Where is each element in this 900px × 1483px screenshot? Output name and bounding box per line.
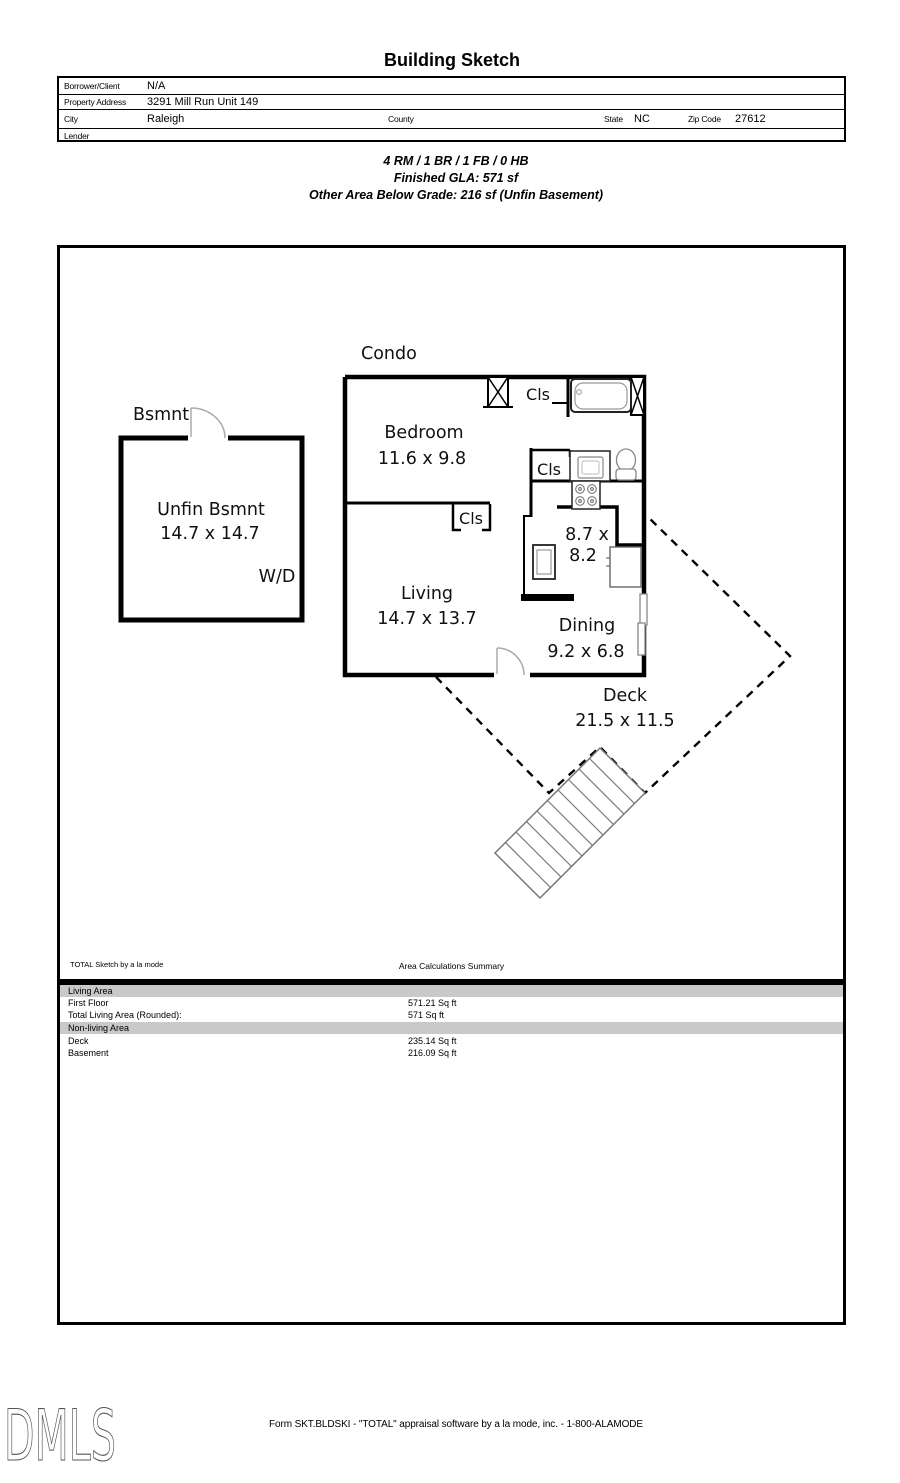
dining-dims: 9.2 x 6.8	[547, 642, 624, 662]
property-address-value: 3291 Mill Run Unit 149	[147, 96, 259, 108]
refrigerator-icon	[606, 546, 642, 588]
stove-icon	[571, 480, 601, 510]
closet-label: Cls	[537, 460, 561, 479]
bedroom-dims: 11.6 x 9.8	[378, 449, 466, 469]
page-title: Building Sketch	[383, 50, 520, 70]
city-state-zip-row: City Raleigh County State NC Zip Code 27…	[59, 109, 844, 128]
area-calc-heading: Area Calculations Summary	[398, 961, 505, 971]
basement-walls	[118, 435, 305, 623]
calc-row-label: Total Living Area (Rounded):	[68, 1010, 182, 1020]
dmls-logo: DMLS	[3, 1396, 116, 1478]
washer-dryer-label: W/D	[259, 567, 296, 587]
calc-row-label: Deck	[68, 1036, 89, 1046]
living-dims: 14.7 x 13.7	[377, 609, 476, 629]
window-icon	[630, 376, 645, 416]
gla-line: Finished GLA: 571 sf	[393, 171, 519, 185]
form-identifier-line: Form SKT.BLDSKI - "TOTAL" appraisal soft…	[269, 1419, 643, 1430]
sliding-door-icon	[637, 593, 648, 656]
zip-value: 27612	[735, 113, 766, 125]
calc-row-value: 216.09 Sq ft	[408, 1048, 457, 1058]
calc-row-label: Basement	[68, 1048, 109, 1058]
toilet-icon	[615, 448, 637, 481]
property-address-row: Property Address 3291 Mill Run Unit 149	[59, 94, 844, 109]
svg-text:DMLS: DMLS	[4, 1396, 116, 1477]
state-value: NC	[634, 113, 650, 125]
deck-stairs	[493, 746, 647, 900]
living-name: Living	[401, 584, 453, 604]
below-grade-line: Other Area Below Grade: 216 sf (Unfin Ba…	[308, 188, 604, 202]
area-calc-frame	[57, 982, 846, 1325]
closet-label: Cls	[459, 509, 483, 528]
sink-icon	[569, 450, 611, 482]
borrower-value: N/A	[147, 80, 166, 92]
room-count-line: 4 RM / 1 BR / 1 FB / 0 HB	[383, 154, 529, 168]
zip-label: Zip Code	[688, 114, 721, 124]
state-label: State	[604, 114, 623, 124]
fireplace-hearth	[521, 594, 574, 601]
lender-label: Lender	[64, 131, 90, 141]
floor-plan: Condo Bsmnt Unfin Bsmnt 14.7 x 14.7 W/D …	[118, 344, 792, 900]
kitchen-dims-2: 8.2	[569, 546, 597, 566]
property-address-label: Property Address	[64, 97, 126, 107]
dining-name: Dining	[559, 616, 616, 636]
fireplace-icon	[532, 544, 556, 580]
closet-label: Cls	[526, 385, 550, 404]
calc-row-label: First Floor	[68, 998, 109, 1008]
basement-door	[190, 407, 226, 439]
bedroom-name: Bedroom	[384, 423, 463, 443]
calc-row-value: 235.14 Sq ft	[408, 1036, 457, 1046]
condo-title: Condo	[361, 344, 417, 364]
section-header-living: Living Area	[60, 985, 843, 997]
window-icon	[487, 376, 509, 408]
lender-row: Lender	[59, 128, 844, 143]
section-header-nonliving: Non-living Area	[60, 1022, 843, 1034]
city-label: City	[64, 114, 78, 124]
calc-row-value: 571.21 Sq ft	[408, 998, 457, 1008]
deck-dims: 21.5 x 11.5	[575, 711, 674, 731]
borrower-row: Borrower/Client N/A	[59, 78, 844, 94]
property-header-table: Borrower/Client N/A Property Address 329…	[57, 76, 846, 142]
bathtub-icon	[570, 378, 632, 413]
software-branding: TOTAL Sketch by a la mode	[70, 960, 164, 969]
deck-name: Deck	[603, 686, 648, 706]
unfin-bsmnt-name: Unfin Bsmnt	[157, 500, 265, 520]
borrower-label: Borrower/Client	[64, 81, 120, 91]
living-door	[496, 647, 525, 676]
city-value: Raleigh	[147, 113, 185, 125]
basement-title: Bsmnt	[133, 405, 189, 425]
county-label: County	[388, 114, 414, 124]
unfin-bsmnt-dims: 14.7 x 14.7	[160, 524, 259, 544]
kitchen-dims-1: 8.7 x	[565, 525, 609, 545]
property-summary: 4 RM / 1 BR / 1 FB / 0 HB Finished GLA: …	[12, 153, 900, 204]
calc-row-value: 571 Sq ft	[408, 1010, 445, 1020]
